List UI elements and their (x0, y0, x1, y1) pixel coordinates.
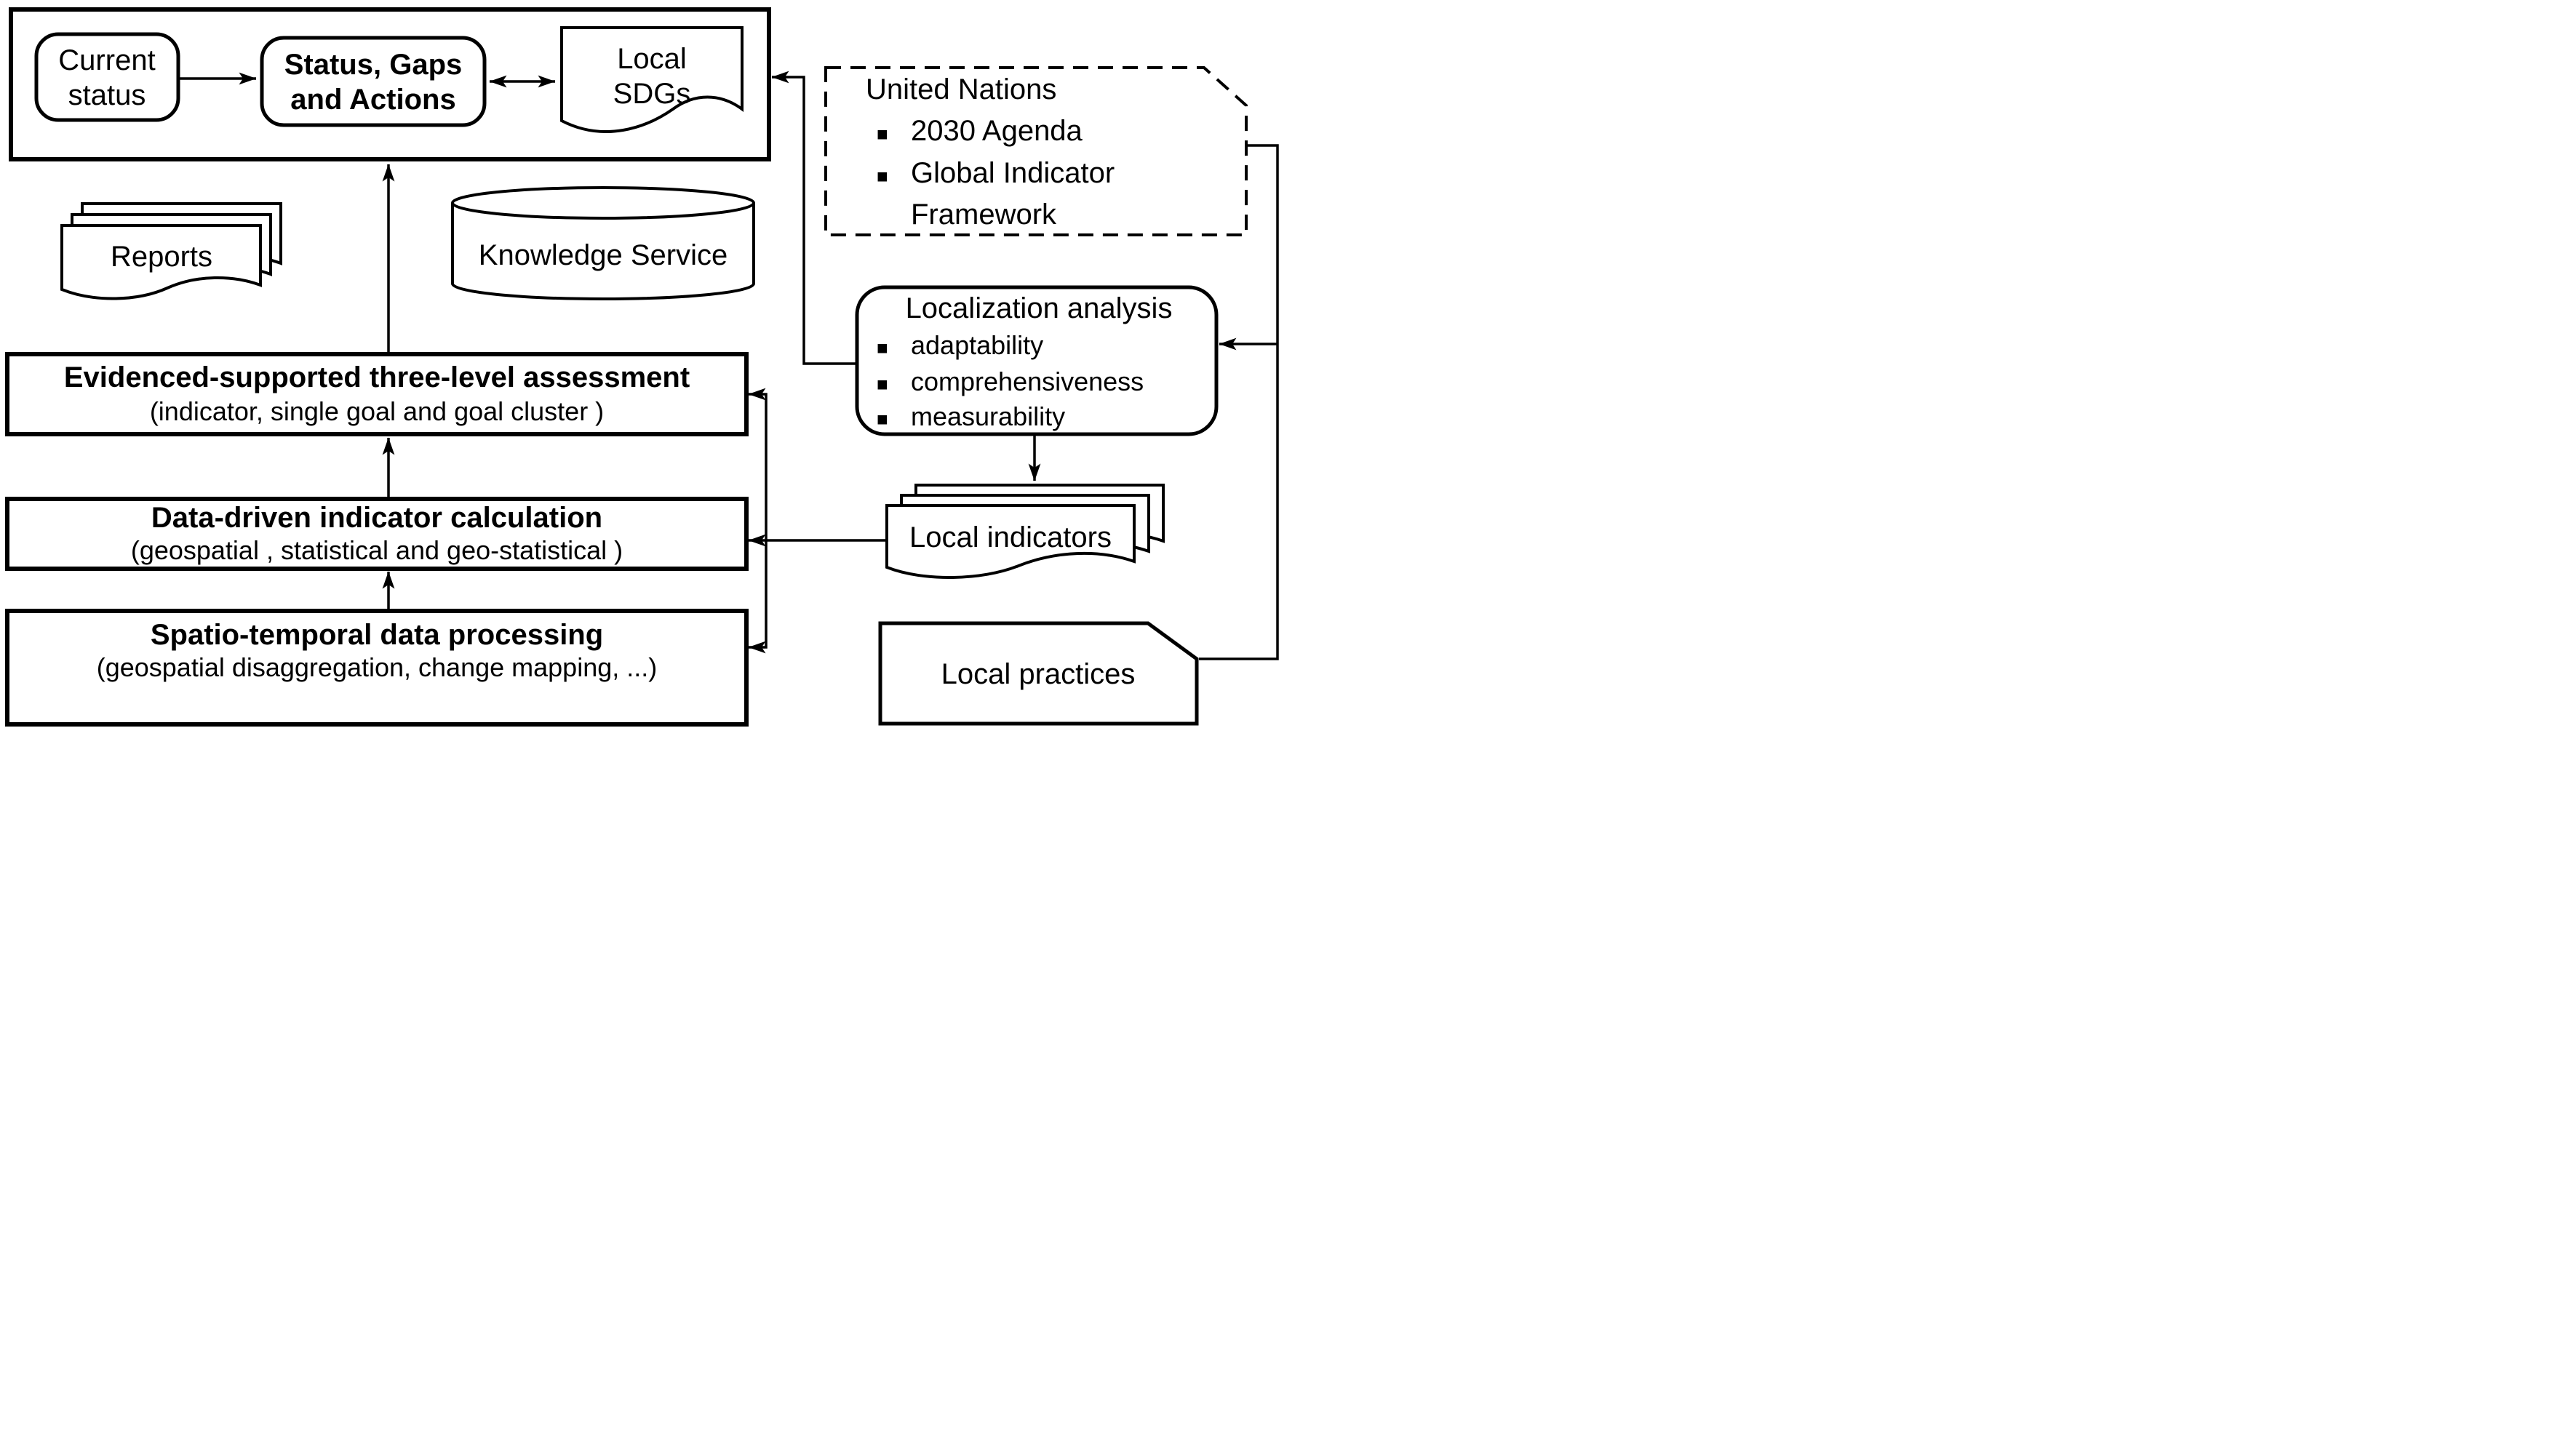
data-processing-box (5, 609, 749, 727)
cylinder-top (451, 186, 755, 220)
localization-analysis-shape (855, 285, 1219, 436)
status-gaps-label-line2: and Actions (290, 84, 455, 116)
data-processing-title: Spatio-temporal data processing (151, 619, 603, 651)
arrow-localization-to-local-sdgs (771, 71, 857, 365)
localization-analysis-title: Localization analysis (906, 292, 1173, 324)
assessment-box (5, 352, 749, 436)
assessment-subtitle: (indicator, single goal and goal cluster… (150, 396, 604, 426)
indicators-page-front (885, 504, 1136, 579)
square-bullet-icon: ■ (877, 165, 888, 187)
localization-item-comprehensiveness: comprehensiveness (911, 367, 1144, 396)
data-processing-subtitle: (geospatial disaggregation, change mappi… (97, 652, 658, 682)
square-bullet-icon: ■ (877, 408, 888, 430)
united-nations-title: United Nations (866, 73, 1056, 105)
cylinder-body (451, 203, 755, 300)
indicator-calculation-box (5, 497, 749, 571)
status-gaps-label-line1: Status, Gaps (284, 49, 463, 81)
un-item-framework: Framework (911, 199, 1057, 231)
united-nations-note-shape (824, 66, 1248, 236)
indicator-calculation-title: Data-driven indicator calculation (151, 502, 602, 534)
localization-item-adaptability: adaptability (911, 330, 1043, 360)
connector-un-practices-trunk (1199, 144, 1279, 660)
local-sdgs-label-line1: Local (617, 43, 687, 75)
localization-item-measurability: measurability (911, 401, 1065, 431)
assessment-title: Evidenced-supported three-level assessme… (64, 361, 690, 393)
reports-page-front (60, 224, 262, 300)
local-sdgs-label-line2: SDGs (613, 78, 691, 110)
square-bullet-icon: ■ (877, 123, 888, 145)
knowledge-service-label: Knowledge Service (479, 239, 728, 271)
current-status-label-line2: status (68, 79, 146, 111)
local-practices-label: Local practices (941, 658, 1136, 690)
diagram-page: Current status Status, Gaps and Actions … (0, 0, 1286, 728)
arrow-indicators-to-processing (748, 540, 768, 654)
knowledge-service-cylinder: Knowledge Service (451, 186, 755, 300)
status-gaps-actions-shape (260, 36, 487, 127)
local-practices-shape (878, 621, 1199, 726)
local-indicators-label: Local indicators (909, 521, 1112, 553)
reports-document-stack: Reports (60, 202, 282, 300)
indicator-calculation-subtitle: (geospatial , statistical and geo-statis… (131, 535, 623, 565)
square-bullet-icon: ■ (877, 337, 888, 359)
reports-label: Reports (111, 241, 212, 273)
sdg-framework-diagram: Current status Status, Gaps and Actions … (5, 7, 1279, 727)
local-indicators-document-stack: Local indicators (885, 484, 1165, 579)
local-sdgs-document-shape (560, 26, 744, 134)
square-bullet-icon: ■ (877, 373, 888, 395)
arrow-indicators-to-assessment (748, 388, 768, 540)
current-status-label-line1: Current (58, 44, 155, 76)
un-item-2030-agenda: 2030 Agenda (911, 115, 1083, 147)
un-item-global-indicator: Global Indicator (911, 157, 1115, 189)
current-status-shape (34, 32, 180, 122)
